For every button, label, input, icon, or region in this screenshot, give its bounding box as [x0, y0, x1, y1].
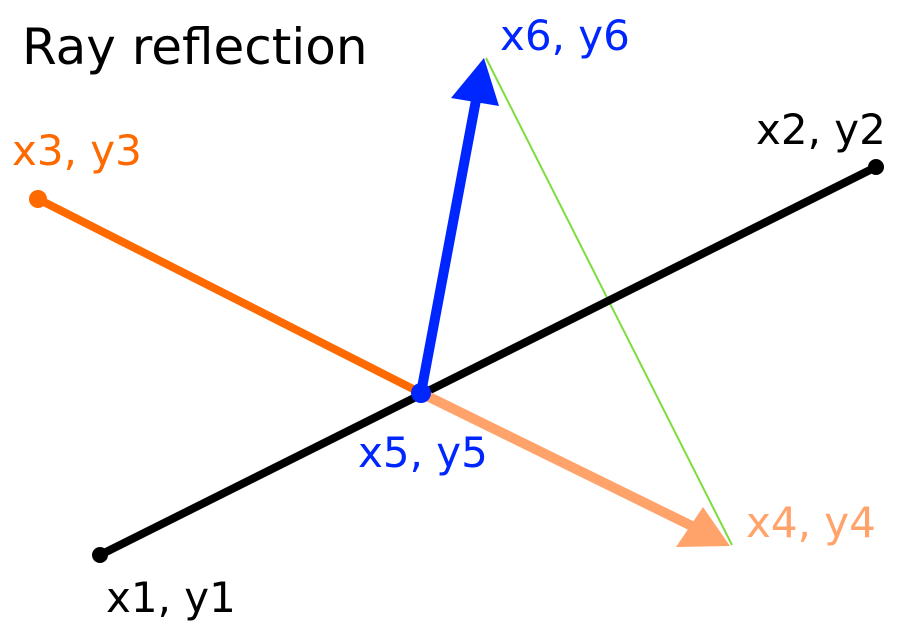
label-p4: x4, y4	[746, 498, 876, 547]
label-p5: x5, y5	[358, 428, 488, 477]
reflection-point	[411, 383, 431, 403]
mirror-endpoint-1	[92, 547, 108, 563]
continuation-ray	[418, 388, 703, 535]
mirror-line	[96, 163, 880, 559]
label-p3: x3, y3	[12, 126, 142, 175]
label-p1: x1, y1	[106, 573, 236, 622]
mirror-endpoint-2	[868, 159, 884, 175]
incident-start-point	[29, 190, 47, 208]
reflected-ray	[416, 95, 481, 398]
label-p6: x6, y6	[500, 11, 630, 60]
continuation-arrowhead-icon	[676, 507, 730, 547]
label-p2: x2, y2	[756, 105, 886, 154]
diagram-title: Ray reflection	[22, 18, 368, 76]
incident-ray	[34, 195, 425, 397]
reflected-arrowhead-icon	[451, 58, 499, 106]
